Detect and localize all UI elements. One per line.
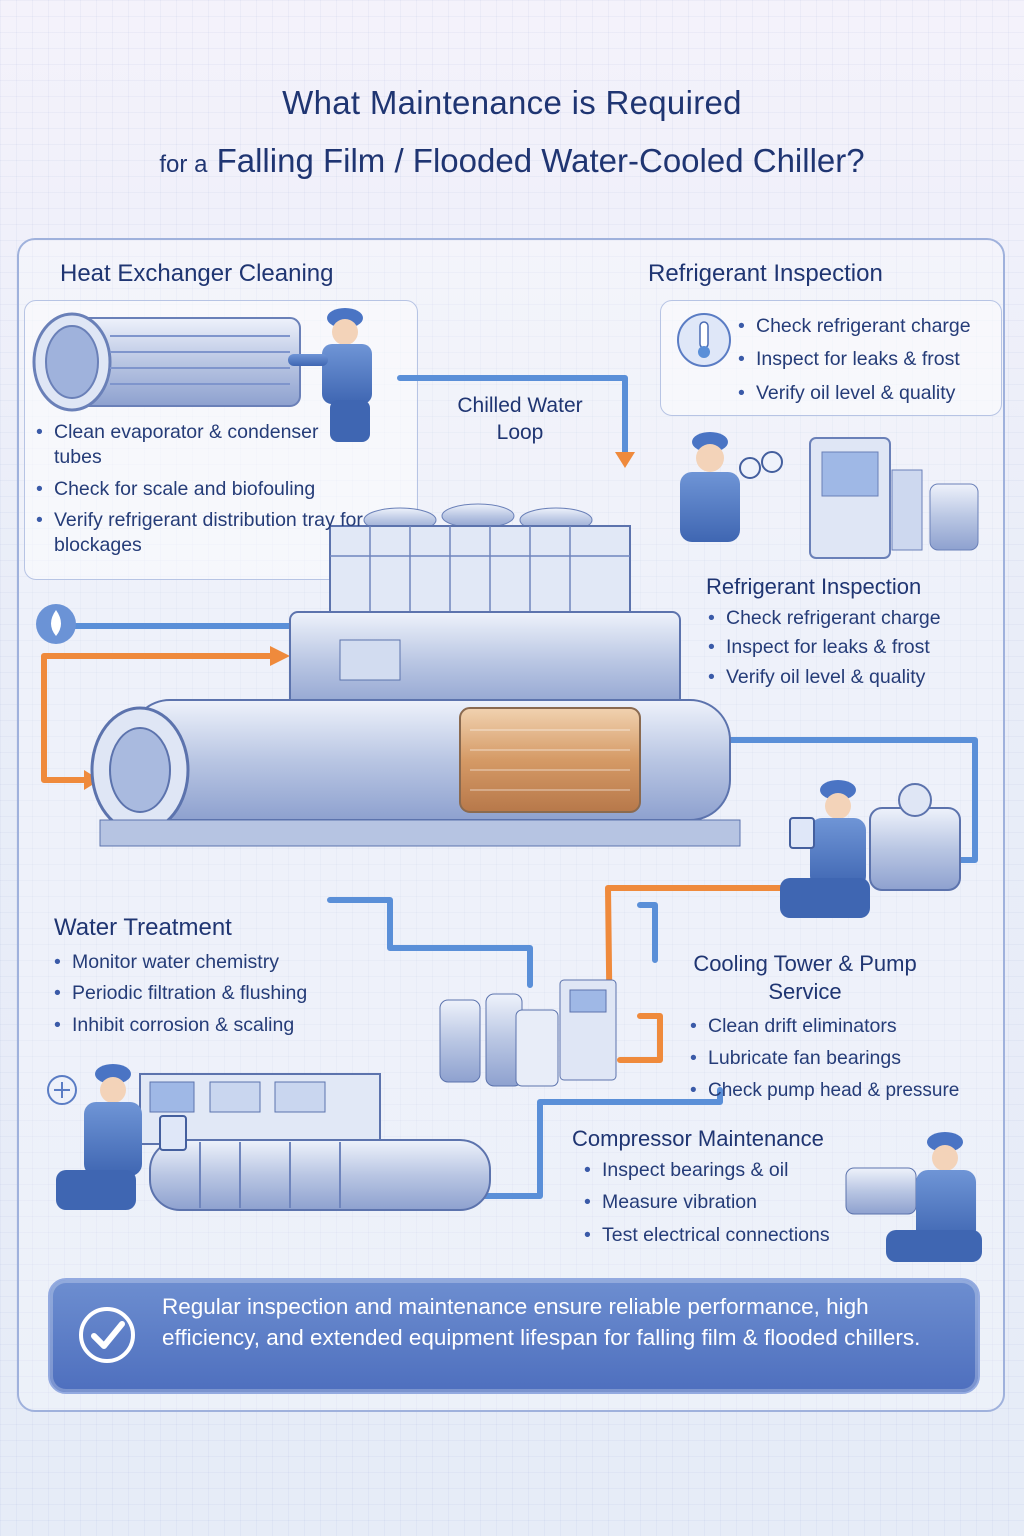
list-item: Check refrigerant charge: [708, 606, 941, 632]
refrigerant-mid-list: Check refrigerant charge Inspect for lea…: [708, 606, 941, 690]
list-item: Monitor water chemistry: [54, 950, 307, 976]
list-item: Test electrical connections: [584, 1223, 830, 1249]
list-item: Lubricate fan bearings: [690, 1046, 959, 1072]
compressor-list: Inspect bearings & oil Measure vibration…: [584, 1158, 830, 1248]
checkmark-icon: [79, 1307, 135, 1363]
list-item: Periodic filtration & flushing: [54, 981, 307, 1007]
list-item: Check for scale and biofouling: [36, 477, 366, 503]
list-item: Clean evaporator & condenser tubes: [36, 420, 366, 471]
water-treatment-title: Water Treatment: [54, 914, 232, 941]
cooling-tower-title-line1: Cooling Tower & Pump: [693, 951, 917, 976]
cooling-tower-title: Cooling Tower & Pump Service: [650, 950, 960, 1005]
chilled-water-loop-label: Chilled Water Loop: [430, 392, 610, 447]
list-item: Check refrigerant charge: [738, 314, 971, 340]
cooling-tower-list: Clean drift eliminators Lubricate fan be…: [690, 1014, 959, 1103]
list-item: Check pump head & pressure: [690, 1079, 959, 1104]
list-item: Inspect for leaks & frost: [738, 347, 971, 373]
water-treatment-list: Monitor water chemistry Periodic filtrat…: [54, 950, 307, 1038]
list-item: Inspect for leaks & frost: [708, 635, 941, 661]
refrigerant-mid-title: Refrigerant Inspection: [706, 574, 922, 599]
refrigerant-top-list: Check refrigerant charge Inspect for lea…: [738, 314, 971, 406]
list-item: Inhibit corrosion & scaling: [54, 1013, 307, 1039]
page-title-line2: for a Falling Film / Flooded Water-Coole…: [0, 142, 1024, 180]
cooling-tower-title-line2: Service: [768, 978, 842, 1004]
heat-exchanger-title: Heat Exchanger Cleaning: [60, 260, 334, 287]
list-item: Inspect bearings & oil: [584, 1158, 830, 1184]
summary-banner: Regular inspection and maintenance ensur…: [48, 1278, 980, 1394]
compressor-title: Compressor Maintenance: [572, 1126, 824, 1151]
refrigerant-top-title: Refrigerant Inspection: [648, 260, 883, 287]
page-title-line1: What Maintenance is Required: [282, 84, 742, 121]
title-prefix: for a: [159, 151, 208, 178]
list-item: Clean drift eliminators: [690, 1014, 959, 1040]
summary-text: Regular inspection and maintenance ensur…: [162, 1294, 921, 1350]
list-item: Verify refrigerant distribution tray for…: [36, 508, 366, 559]
chilled-water-loop-line1: Chilled Water: [457, 394, 583, 417]
list-item: Verify oil level & quality: [738, 381, 971, 407]
chilled-water-loop-line2: Loop: [496, 421, 544, 445]
heat-exchanger-list: Clean evaporator & condenser tubes Check…: [36, 420, 366, 559]
title-main: Falling Film / Flooded Water-Cooled Chil…: [216, 142, 865, 179]
list-item: Verify oil level & quality: [708, 665, 941, 691]
list-item: Measure vibration: [584, 1190, 830, 1216]
